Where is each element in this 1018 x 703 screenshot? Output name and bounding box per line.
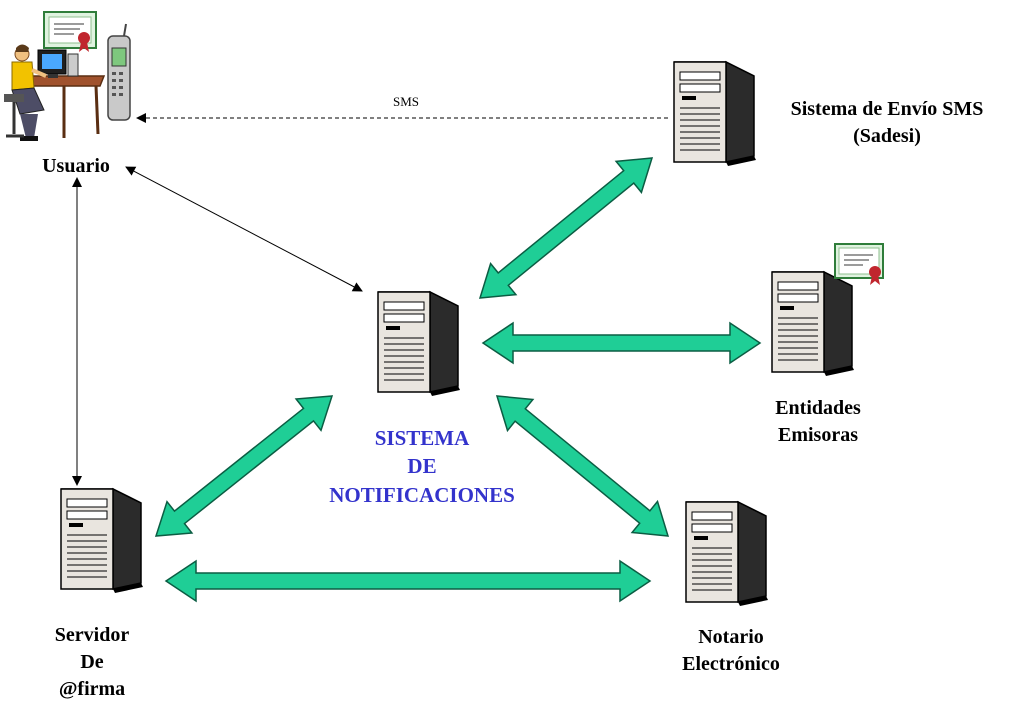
usuario-label-text: Usuario: [42, 155, 110, 177]
usuario-sistema-arrow: [125, 166, 363, 292]
user-workstation-icon: [4, 10, 140, 155]
central-system-label-line: SISTEMA: [374, 426, 470, 450]
arrow-central-firma: [154, 395, 334, 537]
server-firma-icon: [51, 485, 143, 598]
central-system-label-line: NOTIFICACIONES: [329, 482, 515, 507]
arrow-central-notario: [495, 395, 670, 537]
usuario-label: Usuario: [14, 153, 138, 180]
big-arrows-group: [154, 157, 762, 603]
sms-system-label-line: Sistema de Envío SMS: [790, 98, 984, 120]
arrow-central-entidades: [481, 321, 762, 365]
firma-label-line: Servidor: [54, 624, 130, 646]
central-system-label: SISTEMA DE NOTIFICACIONES: [302, 424, 542, 509]
sms-edge-label: SMS: [376, 93, 436, 111]
server-entidades-icon: [762, 268, 854, 381]
firma-label-line: De: [80, 651, 104, 673]
central-system-label-line: DE: [407, 454, 437, 479]
mobile-phone-icon: [107, 23, 131, 121]
sms-system-label-line: (Sadesi): [853, 125, 921, 147]
server-sms-icon: [664, 58, 756, 171]
server-notario-icon: [676, 498, 768, 611]
notario-label: Notario Electrónico: [646, 624, 816, 678]
notario-label-line: Notario: [698, 626, 764, 648]
firma-label-line: @firma: [58, 678, 126, 700]
entidades-label: Entidades Emisoras: [738, 395, 898, 449]
certificate-icon: [43, 11, 97, 52]
arrow-central-sms: [478, 157, 654, 299]
entidades-label-line: Entidades: [775, 397, 861, 419]
arrow-firma-notario: [164, 559, 652, 603]
certificate-icon: [833, 242, 889, 291]
server-central-icon: [368, 288, 460, 401]
notario-label-line: Electrónico: [682, 653, 780, 675]
sms-edge-label-text: SMS: [392, 94, 420, 109]
firma-label: Servidor De @firma: [22, 622, 162, 703]
entidades-label-line: Emisoras: [778, 424, 858, 446]
sms-system-label: Sistema de Envío SMS (Sadesi): [752, 96, 1018, 150]
